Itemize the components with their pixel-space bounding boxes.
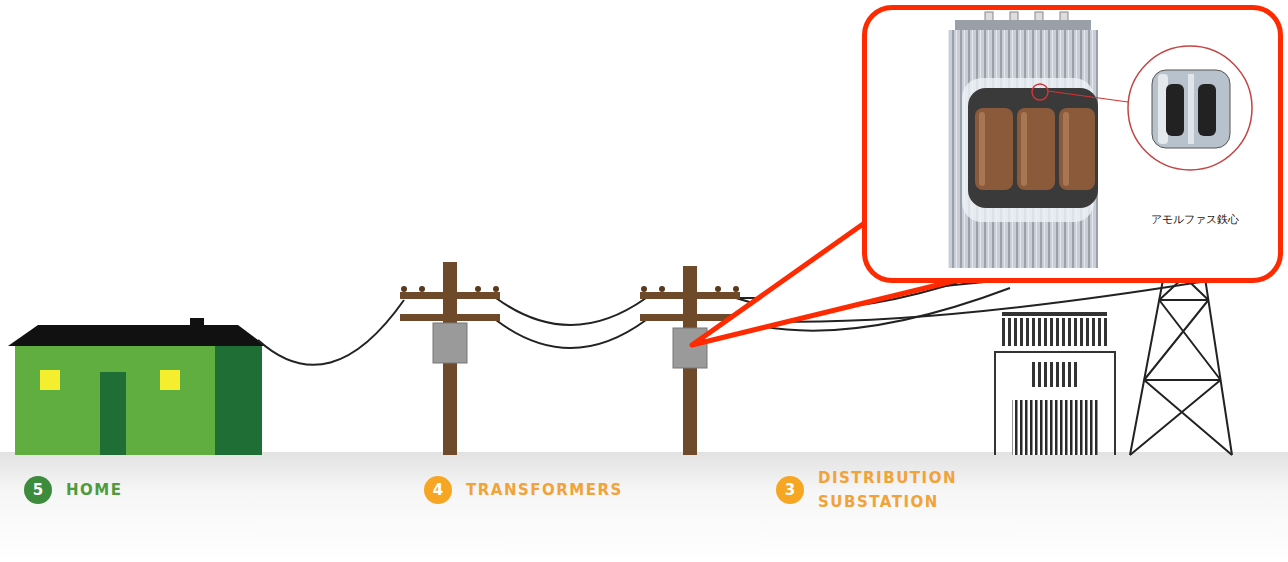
house-icon-part bbox=[215, 343, 262, 455]
power-wire-part bbox=[496, 298, 646, 325]
core-inset-part bbox=[1198, 84, 1216, 136]
stage-label: 3 DISTRIBUTION SUBSTATION bbox=[776, 466, 996, 514]
house-icon-part bbox=[160, 370, 180, 390]
stage-name: DISTRIBUTION SUBSTATION bbox=[818, 466, 994, 514]
transformer-picture-part bbox=[1021, 112, 1027, 186]
house-icon bbox=[8, 318, 266, 455]
utility-pole-part bbox=[715, 286, 721, 292]
transformer-picture-part bbox=[1063, 112, 1069, 186]
house-icon-part bbox=[40, 370, 60, 390]
core-inset bbox=[1128, 46, 1252, 170]
step-number: 4 bbox=[424, 476, 452, 504]
utility-pole bbox=[400, 262, 500, 455]
transformer-picture-part bbox=[975, 108, 1013, 190]
stage-label: 5 HOME bbox=[24, 476, 125, 504]
step-number: 3 bbox=[776, 476, 804, 504]
substation-icon-part bbox=[1002, 318, 1107, 346]
utility-pole-part bbox=[400, 314, 500, 321]
stage-name: TRANSFORMERS bbox=[466, 478, 623, 502]
transformer-picture bbox=[948, 12, 1128, 268]
transformer-picture-part bbox=[1048, 91, 1128, 102]
utility-pole-part bbox=[733, 286, 739, 292]
utility-pole-part bbox=[493, 286, 499, 292]
transformer-picture-part bbox=[948, 30, 1098, 268]
power-wire-part bbox=[496, 320, 646, 348]
transformer-picture-part bbox=[1059, 108, 1095, 190]
transformer-picture-part bbox=[979, 112, 985, 186]
step-number: 5 bbox=[24, 476, 52, 504]
substation-icon-part bbox=[1002, 312, 1107, 316]
transmission-tower-part bbox=[1130, 380, 1232, 455]
house-icon-part bbox=[15, 343, 217, 455]
part-label: アモルファス鉄心 bbox=[1151, 213, 1239, 227]
utility-pole-part bbox=[641, 286, 647, 292]
utility-pole bbox=[640, 266, 740, 455]
stage-label: 4 TRANSFORMERS bbox=[424, 476, 625, 504]
callout-ground bbox=[864, 7, 1281, 281]
callout-box: アモルファス鉄心 bbox=[862, 5, 1283, 283]
utility-pole-part bbox=[419, 286, 425, 292]
ground-band bbox=[0, 452, 1288, 562]
utility-pole-part bbox=[640, 292, 740, 299]
house-icon-part bbox=[100, 372, 126, 455]
substation-icon bbox=[995, 312, 1115, 455]
utility-pole-part bbox=[401, 286, 407, 292]
transformer-picture-part bbox=[1017, 108, 1055, 190]
utility-pole-part bbox=[400, 292, 500, 299]
core-inset-part bbox=[1166, 84, 1184, 136]
transmission-tower-part bbox=[1144, 300, 1221, 380]
stage-name: HOME bbox=[66, 478, 122, 502]
utility-pole-part bbox=[433, 323, 467, 363]
ground-band-part bbox=[0, 452, 1288, 562]
transformer-picture-part bbox=[968, 88, 1098, 208]
utility-pole-part bbox=[475, 286, 481, 292]
utility-pole-part bbox=[673, 328, 707, 368]
core-inset-part bbox=[1188, 74, 1194, 144]
callout-ground-part bbox=[864, 7, 1281, 281]
substation-icon-part bbox=[995, 352, 1115, 455]
house-icon-part bbox=[8, 325, 266, 346]
power-wire-part bbox=[258, 300, 404, 365]
substation-icon-part bbox=[1030, 362, 1080, 387]
utility-pole-part bbox=[659, 286, 665, 292]
core-inset-part bbox=[1152, 70, 1230, 148]
transformer-picture-part bbox=[1032, 84, 1048, 100]
substation-icon-part bbox=[1012, 400, 1098, 455]
core-inset-part bbox=[1128, 46, 1252, 170]
